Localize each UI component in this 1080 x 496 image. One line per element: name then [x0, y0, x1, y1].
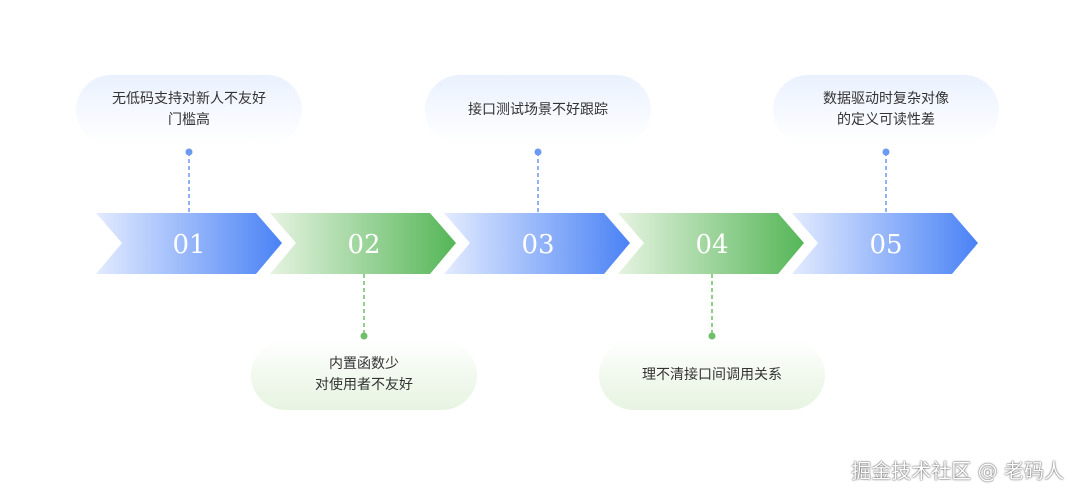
step-arrow-02	[270, 213, 456, 274]
step-text-01: 无低码支持对新人不友好 门槛高	[112, 91, 266, 128]
step-number-02: 02	[347, 230, 380, 260]
connector-dot-03	[534, 148, 542, 156]
step-number-05: 05	[869, 230, 902, 260]
step-number-03: 03	[521, 230, 554, 260]
step-bubble-01: 无低码支持对新人不友好 门槛高	[76, 75, 302, 145]
step-bubble-05: 数据驱动时复杂对像 的定义可读性差	[773, 75, 999, 145]
connector-dot-05	[882, 148, 890, 156]
step-arrow-03	[444, 213, 630, 274]
connector-dot-01	[185, 148, 193, 156]
step-arrow-05	[792, 213, 978, 274]
step-text-04: 理不清接口间调用关系	[642, 366, 782, 383]
step-arrow-04	[618, 213, 804, 274]
watermark-text: 掘金技术社区 @ 老码人	[851, 459, 1064, 483]
step-text-02: 内置函数少 对使用者不友好	[315, 356, 413, 393]
step-arrow-01	[96, 213, 282, 274]
connector-dot-02	[360, 332, 368, 340]
step-number-04: 04	[695, 230, 728, 260]
step-text-03: 接口测试场景不好跟踪	[468, 101, 608, 118]
step-bubble-02: 内置函数少 对使用者不友好	[251, 340, 477, 410]
step-text-05: 数据驱动时复杂对像 的定义可读性差	[823, 91, 949, 128]
connector-dot-04	[708, 332, 716, 340]
step-bubble-03: 接口测试场景不好跟踪	[425, 75, 651, 145]
step-number-01: 01	[172, 230, 205, 260]
step-bubble-04: 理不清接口间调用关系	[599, 340, 825, 410]
